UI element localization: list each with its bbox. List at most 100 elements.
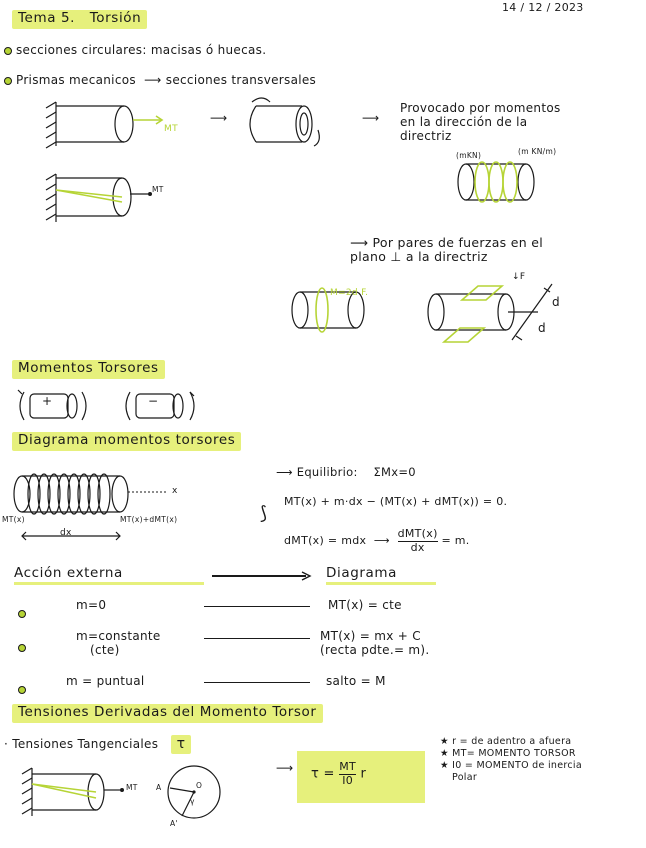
eq-title: Equilibrio:: [296, 465, 358, 479]
mt-label: MT: [126, 783, 138, 792]
equation-1: MT(x) + m·dx − (MT(x) + dMT(x)) = 0.: [284, 495, 508, 508]
formula-box: τ = MT I0 r: [297, 751, 425, 803]
col-accion-externa: Acción externa: [14, 565, 204, 585]
eq-sum: ΣMx=0: [373, 465, 416, 479]
fraction-den: dx: [410, 540, 425, 554]
eq2-left: dMT(x) = mdx: [284, 534, 367, 548]
sketch-element-dx: [13, 473, 168, 541]
point-a-label: A: [156, 783, 162, 792]
sketch-cylinder-mt: [45, 101, 164, 149]
formula-lhs: τ =: [311, 766, 335, 782]
point-a1-label: A': [170, 819, 178, 828]
sketch-distributed-moment: [457, 161, 535, 203]
bullet-text: Tensiones Tangenciales: [12, 737, 159, 751]
arrow-icon: ⟶: [276, 761, 294, 775]
caption-line: Provocado por momentos: [400, 101, 561, 115]
row-bullet-icon: [18, 637, 30, 656]
row-line: [204, 606, 310, 607]
arrow-icon: ⟶: [144, 73, 162, 87]
bullet-tensiones-tangenciales: · Tensiones Tangenciales τ: [4, 735, 192, 754]
brace-icon: ⟆: [260, 503, 268, 524]
sketch-cross-section: [249, 97, 320, 147]
bullet-icon: ·: [4, 737, 13, 751]
bullet-text: Prismas mecanicos: [16, 73, 136, 87]
date: 14 / 12 / 2023: [502, 1, 584, 14]
formula-fraction: MT I0: [339, 760, 357, 787]
row-bullet-icon: [18, 679, 30, 698]
row-line: [204, 682, 310, 683]
force-text: F: [519, 272, 526, 282]
fraction-num: dMT(x): [397, 527, 438, 542]
pair-label: M=2d F.: [330, 288, 369, 298]
sign-convention: [17, 389, 195, 421]
positive-sign: +: [42, 394, 53, 408]
formula-den: I0: [342, 773, 354, 787]
row-right: MT(x) = mx + C (recta pdte.= m).: [320, 629, 430, 658]
section-momentos-torsores: Momentos Torsores: [12, 360, 165, 379]
section-diagrama: Diagrama momentos torsores: [12, 432, 242, 451]
eq2-right: = m.: [441, 534, 470, 548]
gamma-label: γ: [190, 797, 195, 806]
point-o-label: O: [196, 781, 203, 790]
row-left: m=constante (cte): [76, 629, 161, 658]
row-left: m=0: [76, 598, 107, 612]
row-right: salto = M: [326, 674, 386, 688]
row-left-line: (cte): [90, 642, 120, 657]
sketch-force-pair: [427, 283, 553, 343]
sketch-section-circle: [167, 765, 221, 819]
arrow-text: secciones transversales: [165, 73, 317, 87]
arrow-down-icon: ↓: [512, 272, 520, 282]
arrow-icon: ⟶: [210, 111, 228, 125]
equation-2: dMT(x) = mdx ⟶ dMT(x) dx = m.: [284, 527, 470, 554]
caption-pares: ⟶ Por pares de fuerzas en el plano ⊥ a l…: [350, 235, 543, 265]
dx-label: dx: [60, 528, 72, 538]
units-label: (mKN): [456, 151, 482, 160]
row-right-line: MT(x) = mx + C: [320, 629, 421, 643]
subtitle-text: Torsión: [89, 10, 142, 26]
title-text: Tema 5.: [18, 10, 76, 26]
caption-line: plano ⊥ a la directriz: [350, 249, 488, 265]
left-moment-label: MT(x): [2, 515, 25, 524]
row-left: m = puntual: [66, 674, 145, 688]
arrow-icon: ⟶: [276, 465, 297, 479]
caption-line: directriz: [400, 128, 452, 143]
row-bullet-icon: [18, 603, 30, 622]
title-tema: Tema 5. Torsión: [12, 10, 148, 29]
arrow-icon: [212, 571, 312, 581]
formula-num: MT: [339, 760, 357, 775]
force-label: ↓F: [512, 272, 525, 282]
formula-r: r: [360, 766, 367, 782]
bullet-icon: [4, 46, 12, 55]
x-label: x: [172, 486, 178, 496]
sketch-cylinder-tau: [21, 767, 124, 816]
bullet-secciones: secciones circulares: macisas ó huecas.: [4, 43, 267, 58]
fraction: dMT(x) dx: [397, 527, 438, 554]
section-tensiones: Tensiones Derivadas del Momento Torsor: [12, 704, 323, 723]
arrow-icon: ⟶: [373, 534, 390, 548]
units-label: (m KN/m): [518, 147, 557, 156]
note-line: ★ I0 = MOMENTO de inercia: [440, 759, 582, 771]
mt-label: MT: [164, 124, 178, 134]
arrow-icon: ⟶: [350, 235, 373, 250]
bullet-text: secciones circulares: macisas ó huecas.: [16, 43, 267, 57]
caption-line: en la dirección de la: [400, 114, 528, 129]
caption-provocado: Provocado por momentos en la dirección d…: [400, 101, 561, 143]
tau-symbol: τ: [170, 735, 192, 754]
sketch-cylinder-angle: [45, 173, 152, 222]
arrow-icon: ⟶: [362, 111, 380, 125]
row-right-line: (recta pdte.= m).: [320, 642, 430, 657]
row-left-line: m=constante: [76, 629, 161, 643]
caption-line: Por pares de fuerzas en el: [372, 235, 543, 250]
d-label: d: [538, 321, 546, 335]
equilibrio: ⟶ Equilibrio: ΣMx=0: [276, 465, 416, 479]
right-moment-label: MT(x)+dMT(x): [120, 515, 178, 524]
bullet-icon: [4, 76, 12, 85]
sketch-pair-moment: [291, 287, 365, 333]
col-diagrama: Diagrama: [326, 565, 436, 585]
notes: ★ r = de adentro a afuera ★ MT= MOMENTO …: [440, 736, 582, 784]
note-line: ★ r = de adentro a afuera: [440, 736, 572, 747]
d-label: d: [552, 295, 560, 309]
negative-sign: −: [148, 394, 159, 408]
note-line: Polar: [452, 771, 478, 783]
note-line: ★ MT= MOMENTO TORSOR: [440, 747, 576, 759]
